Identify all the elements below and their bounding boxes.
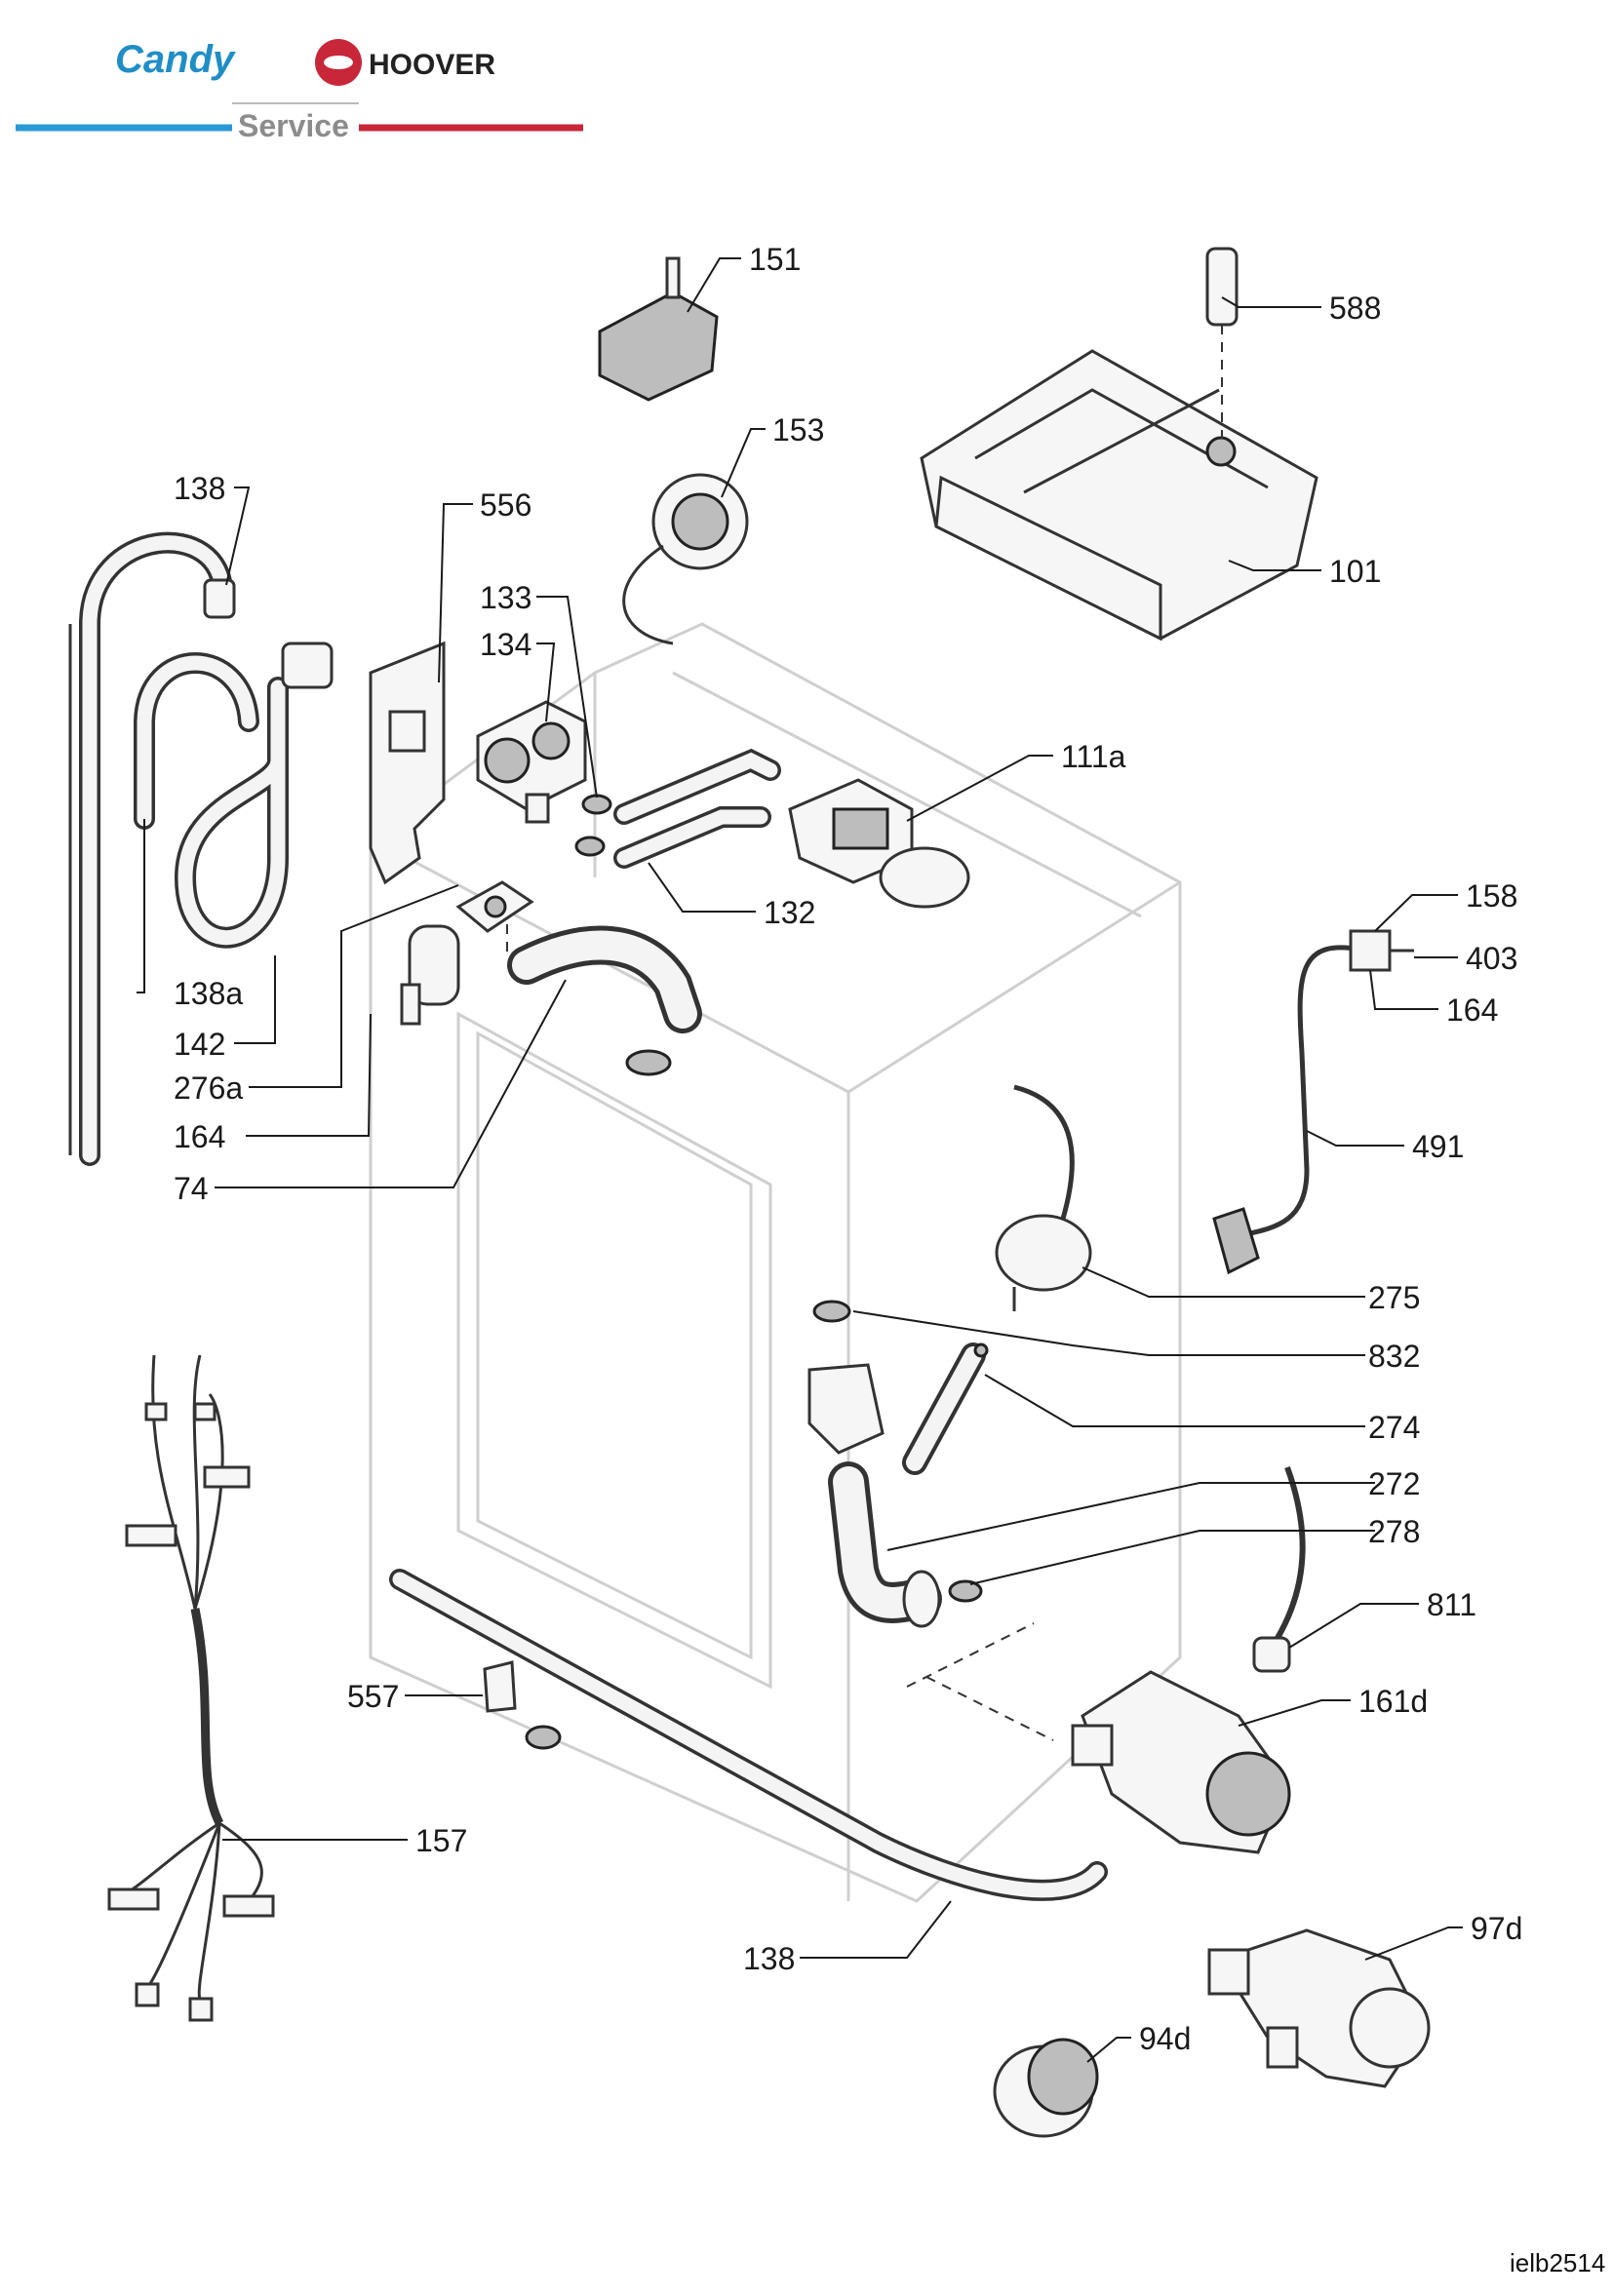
hose-bracket	[483, 1660, 562, 1750]
label-275: 275	[1368, 1280, 1420, 1315]
label-132: 132	[764, 895, 815, 930]
sump-assembly	[807, 1300, 989, 1628]
diagram-code: ielb2514	[1510, 2248, 1605, 2277]
label-832: 832	[1368, 1339, 1420, 1374]
label-164-left: 164	[174, 1119, 225, 1154]
label-74: 74	[174, 1171, 209, 1206]
brand-header: Candy HOOVER Service	[16, 38, 583, 143]
label-556: 556	[480, 487, 531, 523]
pump-housing	[1207, 1928, 1431, 2088]
siphon-cap	[1205, 247, 1239, 439]
part-labels: 151 588 153 101 138 556 133 134 111a 132…	[174, 242, 1522, 2056]
label-403: 403	[1466, 941, 1517, 976]
valve-bracket	[369, 641, 446, 885]
label-161d: 161d	[1358, 1684, 1428, 1719]
cabinet-outline	[369, 622, 1182, 1903]
valve-hoses	[613, 748, 781, 869]
label-153: 153	[772, 412, 824, 448]
label-138-bottom: 138	[743, 1941, 795, 1976]
label-138a: 138a	[174, 976, 243, 1011]
label-138-top: 138	[174, 471, 225, 506]
base-hose	[389, 1569, 1108, 1901]
label-94d: 94d	[1139, 2021, 1191, 2056]
label-491: 491	[1412, 1129, 1464, 1164]
drain-hose	[1252, 1465, 1306, 1673]
label-151: 151	[749, 242, 801, 277]
inlet-hose	[68, 531, 334, 1166]
wiring-harness	[107, 1354, 275, 2022]
pressure-chamber	[995, 1084, 1092, 1311]
pump-filter	[993, 2038, 1099, 2138]
label-588: 588	[1329, 291, 1381, 326]
label-557: 557	[347, 1679, 399, 1714]
door-lock-module	[598, 256, 719, 402]
label-278: 278	[1368, 1514, 1420, 1549]
label-97d: 97d	[1471, 1911, 1522, 1946]
power-cord	[1212, 929, 1414, 1275]
label-158: 158	[1466, 878, 1517, 914]
suppressor-capacitor	[400, 924, 460, 1026]
service-label: Service	[238, 108, 349, 143]
label-142: 142	[174, 1027, 225, 1062]
label-111a: 111a	[1061, 739, 1126, 774]
label-164-right: 164	[1446, 992, 1498, 1028]
label-157: 157	[415, 1823, 467, 1858]
label-133: 133	[480, 580, 531, 615]
flange-gasket	[455, 880, 534, 933]
air-bellows	[506, 924, 702, 1076]
hoover-logo-icon	[315, 39, 362, 86]
pressure-switch	[622, 473, 749, 645]
label-272: 272	[1368, 1466, 1420, 1501]
label-274: 274	[1368, 1410, 1420, 1445]
label-811: 811	[1427, 1587, 1476, 1622]
hoover-logo: HOOVER	[369, 49, 495, 81]
leader-lines	[137, 257, 1463, 2063]
label-276a: 276a	[174, 1070, 243, 1106]
detergent-drawer	[920, 349, 1318, 642]
water-valve	[476, 700, 587, 824]
drain-pump	[906, 1622, 1291, 1854]
candy-logo: Candy	[115, 38, 236, 81]
dispenser-inlet	[788, 778, 970, 909]
label-101: 101	[1329, 554, 1381, 589]
label-134: 134	[480, 627, 531, 662]
